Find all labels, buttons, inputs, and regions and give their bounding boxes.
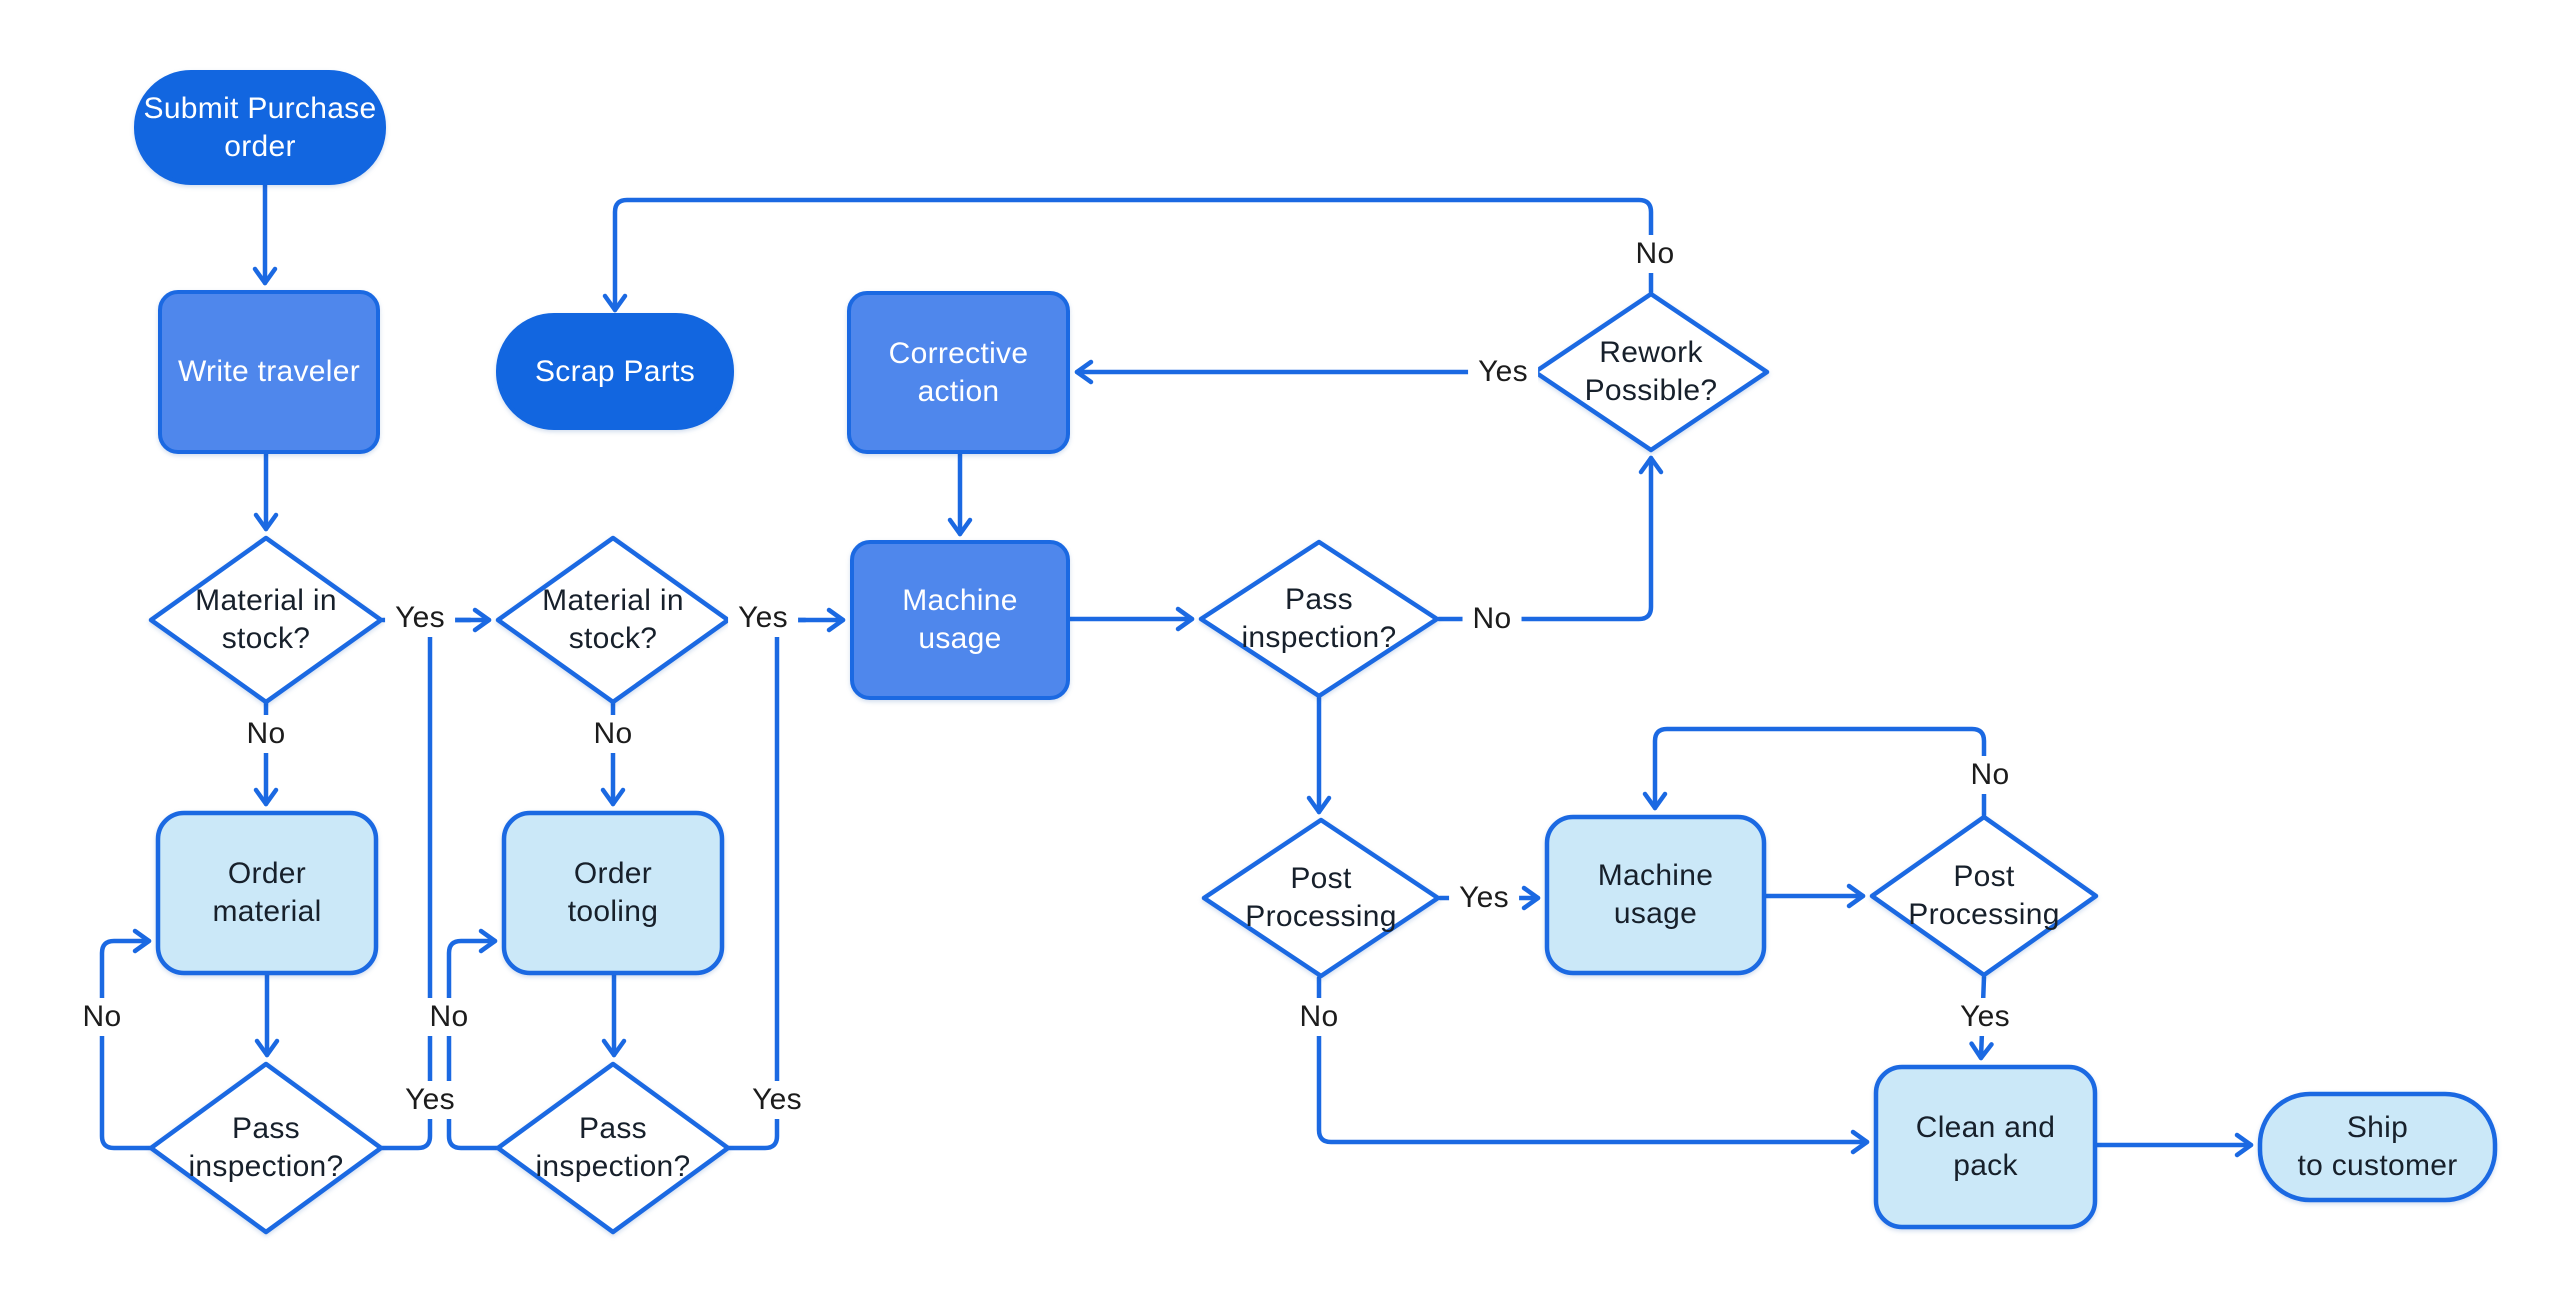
process-box-corrective-action [847,291,1070,454]
process-box-clean-and-pack [1873,1064,2098,1230]
decision-material-in-stock-2 [495,535,731,705]
edge-post2-yes-to-clean-pack [1969,974,1994,1061]
decision-post-processing-2 [1869,814,2099,978]
terminator-pill-ship-to-customer [2257,1091,2498,1203]
start-pill-submit-purchase-order [134,70,386,185]
edge-rework-no-to-scrap-parts [602,197,1654,313]
decision-rework-possible [1532,291,1770,453]
edge-pass1-no-loop-to-order-material [99,928,153,1151]
edge-pass2-no-loop-to-order-tooling [446,928,500,1151]
decision-pass-inspection-1 [148,1061,384,1235]
edge-post1-no-to-clean-pack [1316,975,1870,1155]
decision-pass-inspection-3 [1198,539,1440,699]
terminator-pill-scrap-parts [496,313,734,430]
decision-material-in-stock-1 [148,535,384,705]
process-box-machine-usage-2 [1544,814,1767,976]
decision-post-processing-1 [1201,817,1441,979]
decision-pass-inspection-2 [495,1061,731,1235]
edge-post2-no-loop-to-machine2 [1642,726,1987,818]
edge-pass2-yes-up-to-machine1 [726,617,808,1151]
process-box-write-traveler [158,290,380,454]
process-box-order-tooling [501,810,725,976]
edge-pass1-yes-up-to-material2 [379,617,473,1151]
process-box-order-material [155,810,379,976]
edge-pass3-no-to-rework [1436,455,1664,622]
process-box-machine-usage-1 [850,540,1070,700]
